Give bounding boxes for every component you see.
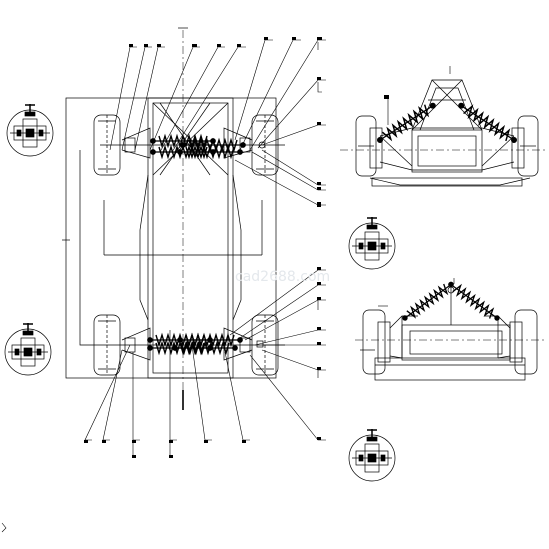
callout-tags [84, 37, 322, 458]
front-elevation-left-wheel [355, 115, 377, 177]
rear-elevation-view [355, 278, 545, 381]
front-elevation-view [340, 66, 545, 187]
detail-view-right-bottom [348, 428, 396, 482]
callout-leaders-bottom [84, 269, 326, 441]
rear-elevation-left-wheel [362, 309, 386, 375]
chassis-plan-view [62, 27, 285, 410]
detail-view-right-middle [348, 216, 396, 270]
detail-view-bottom-left [4, 322, 52, 376]
callout-bracket-marks [132, 42, 322, 455]
detail-view-top-left [6, 103, 54, 157]
rear-elevation-right-wheel [514, 309, 538, 375]
watermark-text: cad2688.com [235, 269, 330, 285]
front-elevation-right-wheel [517, 115, 539, 177]
front-suspension-assembly [100, 127, 285, 159]
rear-suspension-assembly [100, 327, 285, 361]
callout-leaders-top [109, 39, 326, 206]
